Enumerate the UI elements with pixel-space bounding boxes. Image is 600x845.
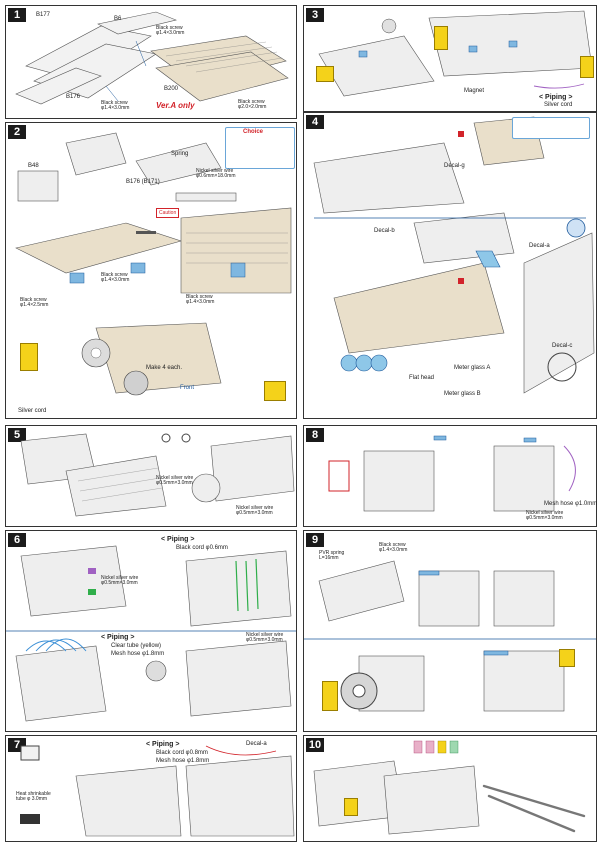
yellow-part	[559, 649, 575, 667]
caution-note: Caution	[156, 208, 180, 218]
step-10-frame: 10	[303, 735, 597, 842]
chassis-floor-illustration	[15, 11, 289, 105]
decal-sheet	[512, 117, 590, 139]
piping-heading: < Piping >	[539, 94, 573, 101]
glass-label: Meter glass B	[444, 391, 481, 397]
screw-label: Black screw φ1.4×2.5mm	[20, 297, 49, 308]
engine-piping-illustration	[6, 545, 296, 722]
step-number: 5	[8, 428, 26, 442]
wire-label: Nickel silver wire φ0.5mm×3.0mm	[156, 475, 194, 486]
cockpit-illustration	[313, 116, 595, 394]
decal-label: Decal-b	[374, 228, 395, 234]
engine-detail-illustration	[20, 745, 295, 837]
choice-box	[225, 127, 295, 169]
flat-head-label: Flat head	[409, 375, 435, 381]
decal-label: Decal-c	[552, 343, 573, 349]
part-label: B176	[66, 94, 81, 100]
piping-heading: < Piping >	[161, 536, 195, 543]
wire-label: Nickel silver wire φ0.5mm×3.0mm	[526, 510, 564, 521]
step-number: 6	[8, 533, 26, 547]
yellow-part	[316, 66, 334, 82]
transmission-illustration	[304, 560, 596, 712]
wire-label: Nickel silver wire φ0.5mm×3.0mm	[101, 575, 139, 586]
hose-label: Mesh hose φ1.0mm	[544, 501, 598, 507]
step-number: 8	[306, 428, 324, 442]
wire-label: Nickel silver wire φ0.5mm×3.0mm	[246, 632, 284, 643]
screw-label: Black screw φ1.4×3.0mm	[156, 25, 185, 36]
step-number: 2	[8, 125, 26, 139]
choice-label: Choice	[243, 129, 264, 135]
screw-label: Black screw φ1.4×3.0mm	[186, 294, 215, 305]
part-label: Make 4 each.	[146, 365, 183, 371]
front-label: Front	[180, 385, 195, 391]
part-label: Spring	[171, 151, 189, 157]
version-note: Ver.A only	[156, 101, 195, 110]
step-8-frame: 8 Nickel silver wire φ0.5mm×3.0mm Mesh h…	[303, 425, 597, 527]
step-9-frame: 9 PVR spring L=16mm Black screw φ1.4×3.0…	[303, 530, 597, 732]
part-label: B177	[36, 12, 51, 18]
hose-label: Mesh hose φ1.8mm	[111, 651, 165, 657]
step-5-frame: 5 Nickel silver wire φ0.5mm×3.0mm Nickel…	[5, 425, 297, 527]
part-label: B6	[114, 16, 122, 22]
part-label: B200	[164, 86, 179, 92]
step-number: 10	[306, 738, 324, 752]
cord-label: Black cord φ0.8mm	[156, 750, 208, 756]
decal-label: Decal-g	[444, 163, 465, 169]
decal-label: Decal-a	[246, 741, 267, 747]
decal-label: Decal-a	[529, 243, 550, 249]
screw-label: Black screw φ1.4×3.0mm	[101, 272, 130, 283]
part-label: B48	[28, 163, 39, 169]
step-7-frame: 7 < Piping > Black cord φ0.8mm Mesh hose…	[5, 735, 297, 842]
yellow-part	[344, 798, 358, 816]
step-number: 9	[306, 533, 324, 547]
screw-label: Black screw φ2.0×2.0mm	[238, 99, 267, 110]
yellow-part	[264, 381, 286, 401]
yellow-part	[580, 56, 594, 78]
glass-label: Meter glass A	[454, 365, 491, 371]
tube-label: Heat shrinkable tube φ 3.0mm	[16, 791, 51, 802]
spring-label: PVR spring L=16mm	[319, 550, 345, 561]
yellow-part	[322, 681, 338, 711]
yellow-part	[20, 343, 38, 371]
magnet-label: Magnet	[464, 88, 485, 94]
yellow-part	[434, 26, 448, 50]
wire-label: Nickel silver wire φ0.6mm×18.0mm	[196, 168, 236, 179]
screw-label: Black screw φ1.4×3.0mm	[101, 100, 130, 111]
step-number: 1	[8, 8, 26, 22]
tube-label: Clear tube (yellow)	[111, 643, 162, 649]
gearbox-illustration	[328, 435, 576, 512]
step-3-frame: 3 Magnet < Piping > Silver cord	[303, 5, 597, 112]
cord-label: Black cord φ0.6mm	[176, 545, 228, 551]
cord-label: Silver cord	[544, 102, 573, 108]
step-2-frame: 2	[5, 122, 297, 419]
part-label: Silver cord	[18, 408, 47, 414]
piping-heading: < Piping >	[146, 741, 180, 748]
exhaust-illustration	[313, 740, 586, 835]
piping-heading: < Piping >	[101, 634, 135, 641]
engine-block-illustration	[20, 433, 295, 517]
step-number: 4	[306, 115, 324, 129]
suspension-illustration	[15, 132, 292, 396]
step-1-frame: 1 B177 B6 B176 Black screw φ1.4×3.0mm	[5, 5, 297, 119]
step-number: 3	[306, 8, 324, 22]
hose-label: Mesh hose φ1.8mm	[156, 758, 210, 764]
part-label: B176 (B171)	[126, 179, 160, 185]
screw-label: Black screw φ1.4×3.0mm	[379, 542, 408, 553]
dash-illustration	[318, 10, 593, 97]
step-4-frame: 4 Decal-g Decal-b Decal-a Decal-c	[303, 112, 597, 419]
step-6-frame: 6 < Piping > Black cord φ0.6mm Nickel si…	[5, 530, 297, 732]
wire-label: Nickel silver wire φ0.5mm×3.0mm	[236, 505, 274, 516]
